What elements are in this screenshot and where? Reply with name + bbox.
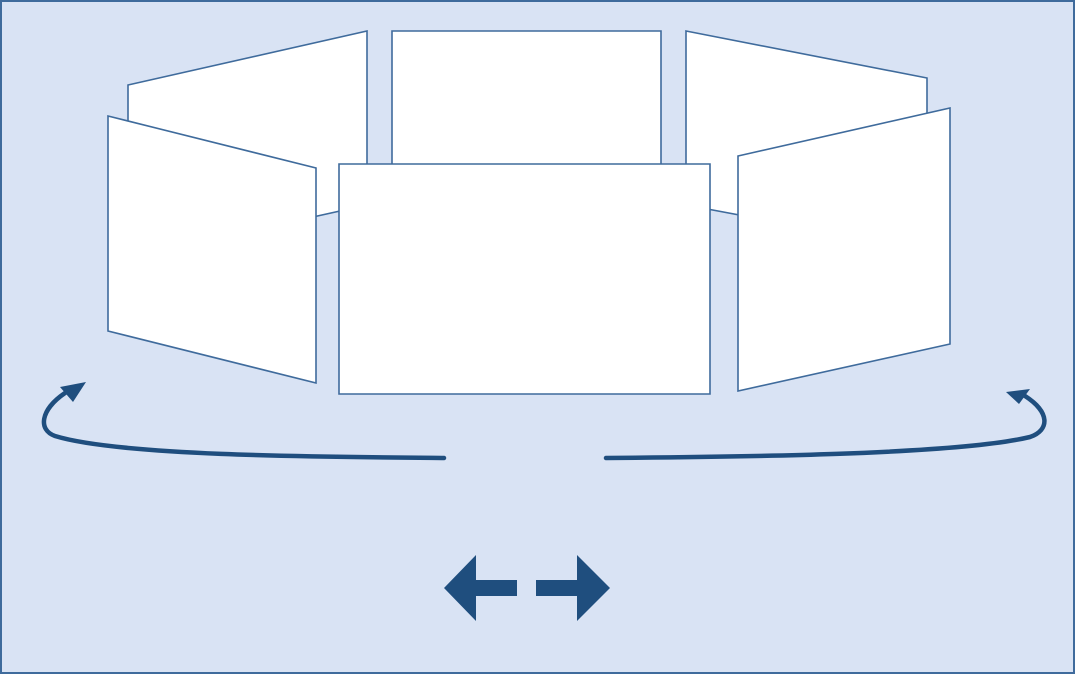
arrow-left-icon[interactable]: [444, 555, 517, 621]
front-left-panel[interactable]: [107, 114, 317, 385]
rotate-left-arrow[interactable]: [41, 382, 447, 461]
curved-arrow-left-head: [60, 382, 86, 402]
rotate-right-arrow[interactable]: [603, 389, 1047, 461]
front-center-panel[interactable]: [338, 163, 711, 395]
front-right-panel[interactable]: [737, 106, 951, 392]
arrow-right-icon[interactable]: [536, 555, 610, 621]
swipe-arrows[interactable]: [444, 555, 610, 621]
carousel-panels: [107, 29, 951, 395]
curved-arrow-left-icon: [41, 390, 447, 461]
curved-arrow-right-icon: [603, 393, 1047, 461]
curved-arrow-right-head: [1006, 389, 1030, 404]
